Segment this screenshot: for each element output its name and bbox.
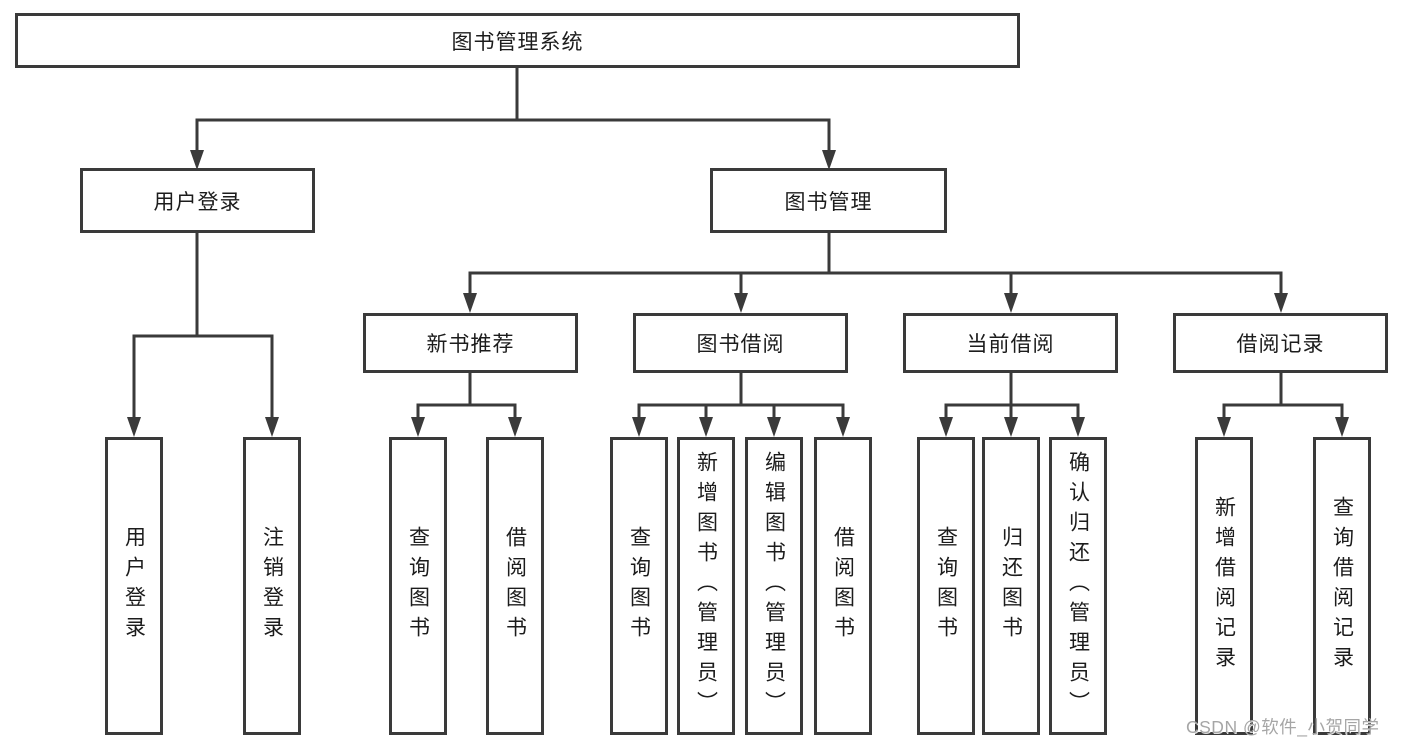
arrow-down-icon xyxy=(734,293,748,313)
leaf-label: 用户登录 xyxy=(122,526,146,646)
csdn-watermark: CSDN @软件_小贺同学 xyxy=(1186,717,1380,737)
node-new-book-recommend: 新书推荐 xyxy=(363,313,578,373)
leaf-label: 查询借阅记录 xyxy=(1330,496,1354,676)
node-borrow-records: 借阅记录 xyxy=(1173,313,1388,373)
arrow-down-icon xyxy=(836,417,850,437)
node-label: 图书管理系统 xyxy=(451,30,584,54)
leaf-add-books-admin: 新增图书（管理员） xyxy=(677,437,735,735)
arrowheads xyxy=(127,150,1349,437)
leaf-label: 查询图书 xyxy=(406,526,430,646)
node-book-management: 图书管理 xyxy=(710,168,947,233)
leaf-query-books-current: 查询图书 xyxy=(917,437,975,735)
leaf-label: 新增借阅记录 xyxy=(1212,496,1236,676)
node-current-borrowing: 当前借阅 xyxy=(903,313,1118,373)
leaf-query-books-recommend: 查询图书 xyxy=(389,437,447,735)
leaf-label: 归还图书 xyxy=(999,526,1023,646)
node-user-login: 用户登录 xyxy=(80,168,315,233)
leaf-label: 查询图书 xyxy=(627,526,651,646)
leaf-borrow-books-recommend: 借阅图书 xyxy=(486,437,544,735)
arrow-down-icon xyxy=(1217,417,1231,437)
leaf-query-borrow-record: 查询借阅记录 xyxy=(1313,437,1371,735)
leaf-borrow-books: 借阅图书 xyxy=(814,437,872,735)
leaf-label: 编辑图书（管理员） xyxy=(762,451,786,721)
arrow-down-icon xyxy=(1274,293,1288,313)
arrow-down-icon xyxy=(508,417,522,437)
arrow-down-icon xyxy=(1335,417,1349,437)
arrow-down-icon xyxy=(190,150,204,170)
arrow-down-icon xyxy=(632,417,646,437)
arrow-down-icon xyxy=(1004,293,1018,313)
leaf-label: 借阅图书 xyxy=(831,526,855,646)
leaf-confirm-return-admin: 确认归还（管理员） xyxy=(1049,437,1107,735)
node-label: 图书借阅 xyxy=(696,333,785,356)
arrow-down-icon xyxy=(939,417,953,437)
leaf-label: 借阅图书 xyxy=(503,526,527,646)
node-label: 新书推荐 xyxy=(426,333,515,356)
arrow-down-icon xyxy=(1071,417,1085,437)
leaf-query-books-borrow: 查询图书 xyxy=(610,437,668,735)
arrow-down-icon xyxy=(411,417,425,437)
leaf-label: 确认归还（管理员） xyxy=(1066,451,1090,721)
arrow-down-icon xyxy=(767,417,781,437)
arrow-down-icon xyxy=(265,417,279,437)
leaf-return-books: 归还图书 xyxy=(982,437,1040,735)
node-label: 借阅记录 xyxy=(1236,333,1325,356)
arrow-down-icon xyxy=(1004,417,1018,437)
node-label: 当前借阅 xyxy=(966,333,1055,356)
leaf-user-login: 用户登录 xyxy=(105,437,163,735)
connector-paths xyxy=(132,68,1344,419)
node-label: 用户登录 xyxy=(153,190,242,214)
leaf-add-borrow-record: 新增借阅记录 xyxy=(1195,437,1253,735)
arrow-down-icon xyxy=(822,150,836,170)
leaf-logout: 注销登录 xyxy=(243,437,301,735)
leaf-edit-books-admin: 编辑图书（管理员） xyxy=(745,437,803,735)
arrow-down-icon xyxy=(127,417,141,437)
leaf-label: 查询图书 xyxy=(934,526,958,646)
arrow-down-icon xyxy=(463,293,477,313)
leaf-label: 注销登录 xyxy=(260,526,284,646)
node-book-borrowing: 图书借阅 xyxy=(633,313,848,373)
node-label: 图书管理 xyxy=(784,190,873,214)
leaf-label: 新增图书（管理员） xyxy=(694,451,718,721)
arrow-down-icon xyxy=(699,417,713,437)
node-root-system: 图书管理系统 xyxy=(15,13,1020,68)
